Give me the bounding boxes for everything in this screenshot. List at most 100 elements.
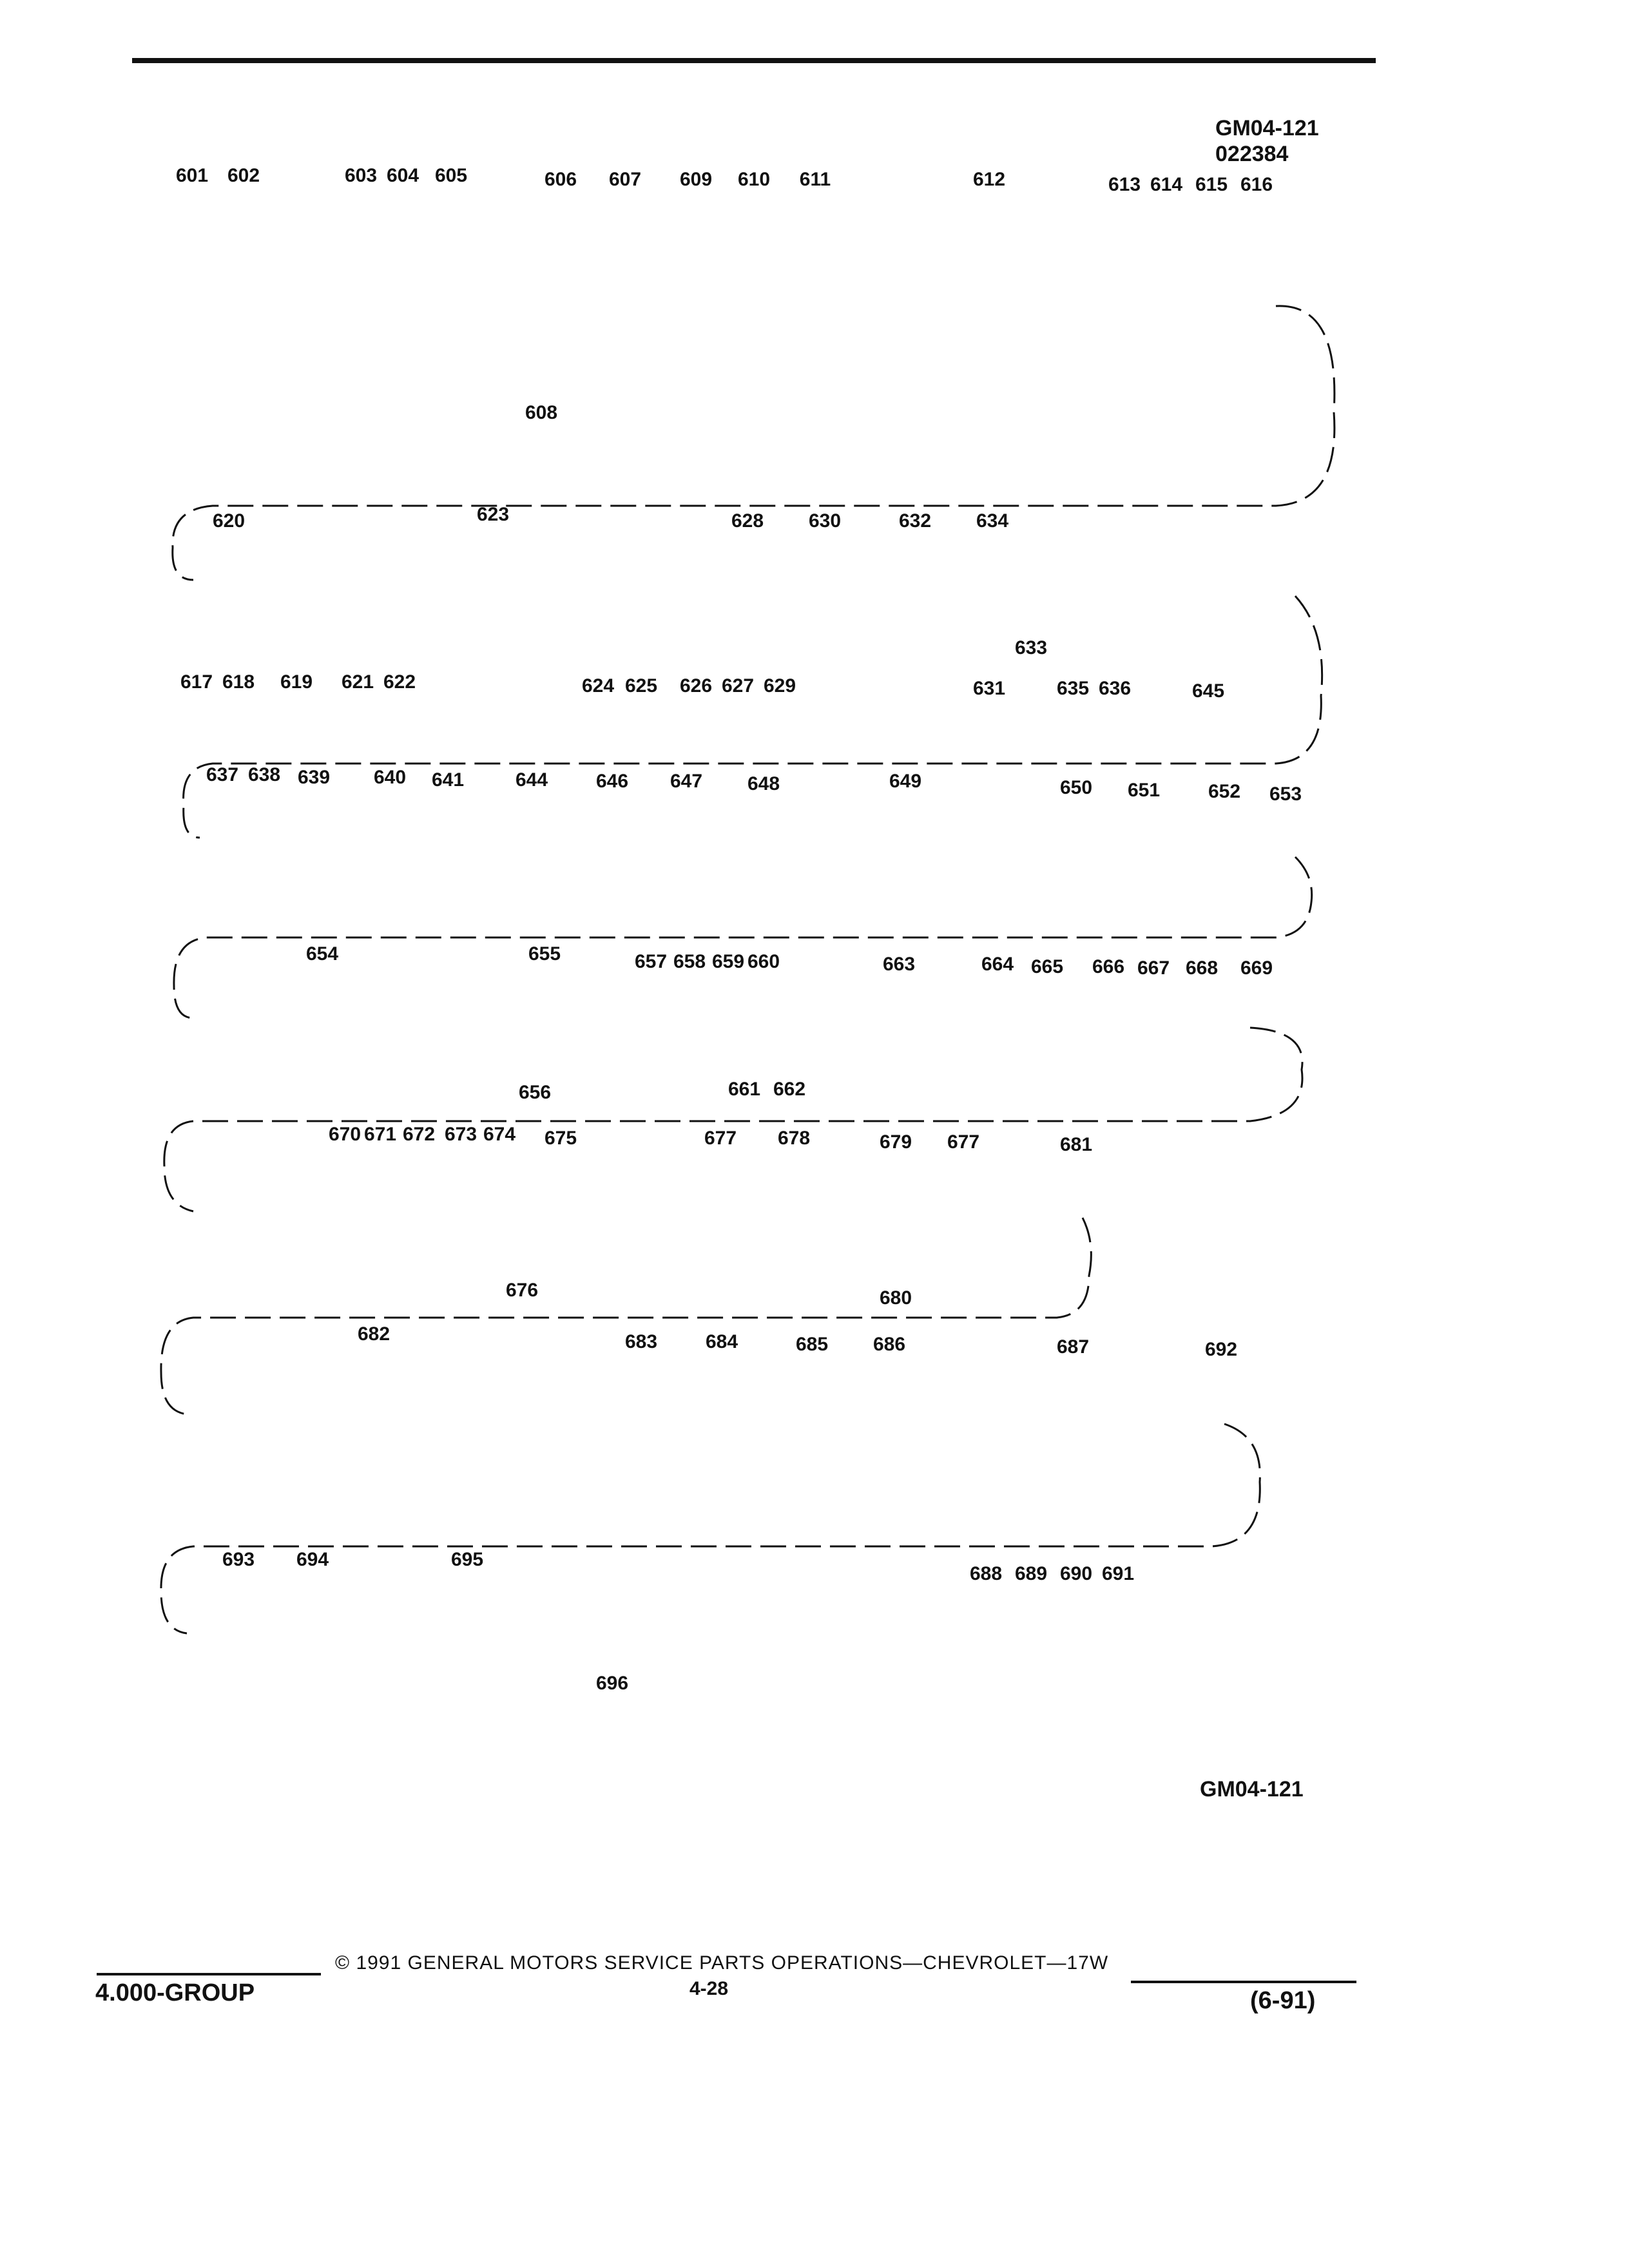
- part-label: 623: [477, 504, 509, 525]
- part-label: 629: [764, 675, 796, 697]
- part-label: 627: [722, 675, 754, 697]
- part-label: 673: [445, 1124, 477, 1145]
- part-label: 692: [1205, 1339, 1237, 1360]
- part-label: 668: [1186, 957, 1218, 979]
- part-label: 640: [374, 767, 406, 788]
- copyright-notice: © 1991 GENERAL MOTORS SERVICE PARTS OPER…: [335, 1952, 1109, 1974]
- part-label: 677: [704, 1128, 737, 1149]
- part-label: 638: [248, 764, 280, 785]
- part-label: 660: [747, 951, 780, 972]
- part-label: 669: [1240, 957, 1273, 979]
- part-label: 681: [1060, 1134, 1092, 1155]
- figure-number: 022384: [1215, 142, 1289, 166]
- part-label: 658: [673, 951, 706, 972]
- part-label: 607: [609, 169, 641, 190]
- part-label: 619: [280, 671, 313, 693]
- part-label: 662: [773, 1079, 805, 1100]
- part-label: 636: [1099, 678, 1131, 699]
- page-number: 4-28: [689, 1978, 729, 1999]
- part-label: 639: [298, 767, 330, 788]
- part-label: 612: [973, 169, 1005, 190]
- part-label: 671: [364, 1124, 396, 1145]
- part-label: 688: [970, 1563, 1002, 1584]
- part-label: 646: [596, 771, 628, 792]
- part-label: 610: [738, 169, 770, 190]
- part-label: 621: [342, 671, 374, 693]
- part-label: 632: [899, 510, 931, 532]
- part-label: 615: [1195, 174, 1228, 195]
- part-label: 678: [778, 1128, 810, 1149]
- part-label: 635: [1057, 678, 1089, 699]
- part-label: 652: [1208, 781, 1240, 802]
- flow-lines: [160, 305, 1336, 1635]
- part-label: 686: [873, 1334, 905, 1355]
- top-rule: [132, 58, 1376, 63]
- diagram-reference: GM04-121: [1200, 1777, 1304, 1802]
- part-label: 614: [1150, 174, 1182, 195]
- part-label: 682: [358, 1323, 390, 1345]
- part-label: 694: [296, 1549, 329, 1570]
- part-label: 654: [306, 943, 338, 965]
- part-label: 634: [976, 510, 1008, 532]
- part-label: 616: [1240, 174, 1273, 195]
- part-label: 604: [387, 165, 419, 186]
- part-label: 633: [1015, 637, 1047, 658]
- part-label: 684: [706, 1331, 738, 1352]
- part-label: 693: [222, 1549, 255, 1570]
- part-label: 601: [176, 165, 208, 186]
- part-label: 628: [731, 510, 764, 532]
- part-label: 626: [680, 675, 712, 697]
- part-label: 649: [889, 771, 921, 792]
- part-label: 659: [712, 951, 744, 972]
- part-label: 602: [227, 165, 260, 186]
- part-labels: 601 602 603 604 605 606 607 608 609 610 …: [176, 165, 1302, 1694]
- part-label: 689: [1015, 1563, 1047, 1584]
- part-label: 679: [880, 1131, 912, 1153]
- part-label: 618: [222, 671, 255, 693]
- part-label: 695: [451, 1549, 483, 1570]
- part-label: 613: [1108, 174, 1141, 195]
- footer-rule-left: [97, 1973, 321, 1975]
- part-label: 663: [883, 954, 915, 975]
- part-label: 685: [796, 1334, 828, 1355]
- part-label: 675: [545, 1128, 577, 1149]
- part-label: 603: [345, 165, 377, 186]
- part-label: 608: [525, 402, 557, 423]
- part-label: 677: [947, 1131, 979, 1153]
- part-label: 637: [206, 764, 238, 785]
- part-label: 624: [582, 675, 614, 697]
- part-label: 690: [1060, 1563, 1092, 1584]
- part-label: 620: [213, 510, 245, 532]
- part-label: 674: [483, 1124, 516, 1145]
- part-label: 630: [809, 510, 841, 532]
- part-label: 661: [728, 1079, 760, 1100]
- part-label: 651: [1128, 780, 1160, 801]
- part-label: 664: [981, 954, 1014, 975]
- figure-code: GM04-121: [1215, 116, 1319, 140]
- part-label: 650: [1060, 777, 1092, 798]
- part-label: 625: [625, 675, 657, 697]
- part-label: 670: [329, 1124, 361, 1145]
- part-label: 676: [506, 1280, 538, 1301]
- footer-rule-right: [1131, 1981, 1356, 1983]
- part-label: 605: [435, 165, 467, 186]
- part-label: 683: [625, 1331, 657, 1352]
- part-label: 631: [973, 678, 1005, 699]
- part-label: 666: [1092, 956, 1124, 977]
- part-label: 656: [519, 1082, 551, 1103]
- part-label: 667: [1137, 957, 1170, 979]
- part-label: 645: [1192, 680, 1224, 702]
- part-label: 687: [1057, 1336, 1089, 1358]
- part-label: 691: [1102, 1563, 1134, 1584]
- part-label: 665: [1031, 956, 1063, 977]
- revision-date: (6-91): [1250, 1987, 1316, 2014]
- part-label: 696: [596, 1673, 628, 1694]
- part-label: 655: [528, 943, 561, 965]
- part-label: 648: [747, 773, 780, 794]
- part-label: 657: [635, 951, 667, 972]
- part-label: 647: [670, 771, 702, 792]
- part-label: 653: [1269, 783, 1302, 805]
- part-label: 680: [880, 1287, 912, 1309]
